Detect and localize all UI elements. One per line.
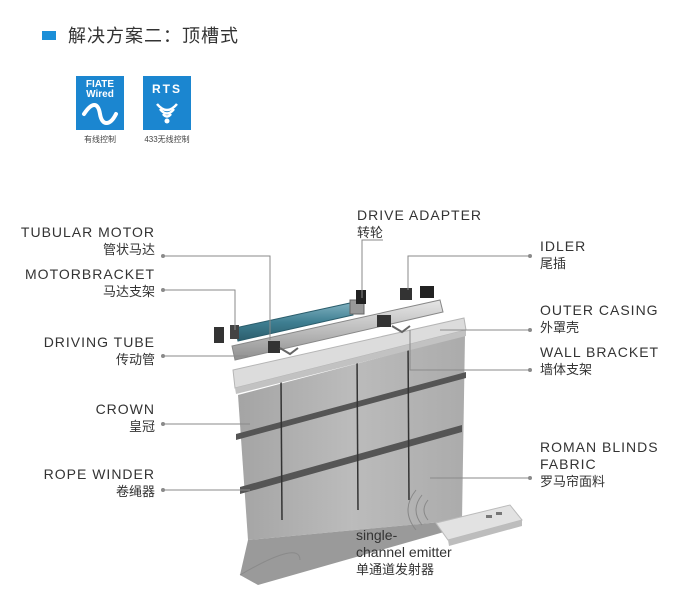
idler-zh: 尾插: [540, 256, 567, 271]
rts-caption: 433无线控制: [144, 135, 190, 144]
label-idler: IDLER 尾插: [540, 238, 586, 272]
fiate-wired-logo: FIATE Wired: [76, 76, 124, 130]
wired-badge: FIATE Wired 有线控制: [76, 76, 124, 145]
idler-en: IDLER: [540, 238, 587, 254]
idler-part: [400, 288, 412, 300]
emitter-en2: channel emitter: [356, 544, 452, 560]
title-text: 解决方案二：顶槽式: [68, 26, 239, 46]
emitter-zh: 单通道发射器: [356, 562, 435, 577]
label-tubular-motor: TUBULAR MOTOR 管状马达: [21, 224, 155, 258]
label-crown: CROWN 皇冠: [96, 401, 155, 435]
driving-tube-zh: 传动管: [115, 352, 155, 367]
label-rope-winder: ROPE WINDER 卷绳器: [44, 466, 155, 500]
remote-emitter: [407, 489, 523, 546]
crown-en: CROWN: [95, 401, 155, 417]
outer-casing-en: OUTER CASING: [540, 302, 659, 318]
wall-bracket-zh: 墙体支架: [540, 362, 593, 377]
signal-icon: [156, 103, 178, 124]
rope-winder-bar: [240, 425, 462, 494]
label-drive-adapter: DRIVE ADAPTER 转轮: [357, 207, 482, 241]
components: [214, 286, 434, 356]
wired-caption: 有线控制: [84, 135, 116, 144]
page-title: 解决方案二：顶槽式: [42, 22, 239, 48]
emitter-en1: single-: [356, 527, 398, 543]
rope-winder-zh: 卷绳器: [115, 484, 155, 499]
drive-adapter-part: [356, 290, 366, 304]
roman-blinds-en2: FABRIC: [540, 456, 597, 472]
label-emitter: single- channel emitter 单通道发射器: [356, 527, 452, 578]
label-driving-tube: DRIVING TUBE 传动管: [44, 334, 155, 368]
drive-adapter-zh: 转轮: [357, 225, 384, 240]
wired-line1: FIATE: [85, 79, 115, 90]
rts-logo: RTS: [143, 76, 191, 130]
wired-line2: Wired: [86, 89, 114, 100]
leader-dots: [161, 254, 532, 492]
label-roman-blinds-fabric: ROMAN BLINDS FABRIC 罗马帘面料: [540, 439, 659, 490]
rts-label: RTS: [152, 82, 182, 96]
wave-icon: [82, 103, 118, 125]
tubular-motor-zh: 管状马达: [102, 242, 155, 257]
blind-fabric: [236, 335, 466, 585]
motor-bracket-zh: 马达支架: [102, 284, 155, 299]
label-motor-bracket: MOTORBRACKET 马达支架: [25, 266, 155, 300]
label-outer-casing: OUTER CASING 外罩壳: [540, 302, 659, 336]
rope-winder-en: ROPE WINDER: [43, 466, 155, 482]
driving-tube-en: DRIVING TUBE: [43, 334, 155, 350]
rts-badge: RTS 433无线控制: [143, 76, 191, 145]
tubular-motor-en: TUBULAR MOTOR: [20, 224, 155, 240]
wall-bracket-en: WALL BRACKET: [540, 344, 660, 360]
roman-blinds-zh: 罗马帘面料: [540, 474, 606, 489]
leader-lines: [163, 239, 530, 491]
outer-casing-zh: 外罩壳: [540, 320, 580, 335]
title-bullet: [42, 30, 56, 40]
crown-zh: 皇冠: [128, 419, 155, 434]
motor-bracket-en: MOTORBRACKET: [25, 266, 155, 282]
roman-blinds-en1: ROMAN BLINDS: [540, 439, 659, 455]
drive-adapter-en: DRIVE ADAPTER: [357, 207, 483, 223]
label-wall-bracket: WALL BRACKET 墙体支架: [540, 344, 659, 378]
